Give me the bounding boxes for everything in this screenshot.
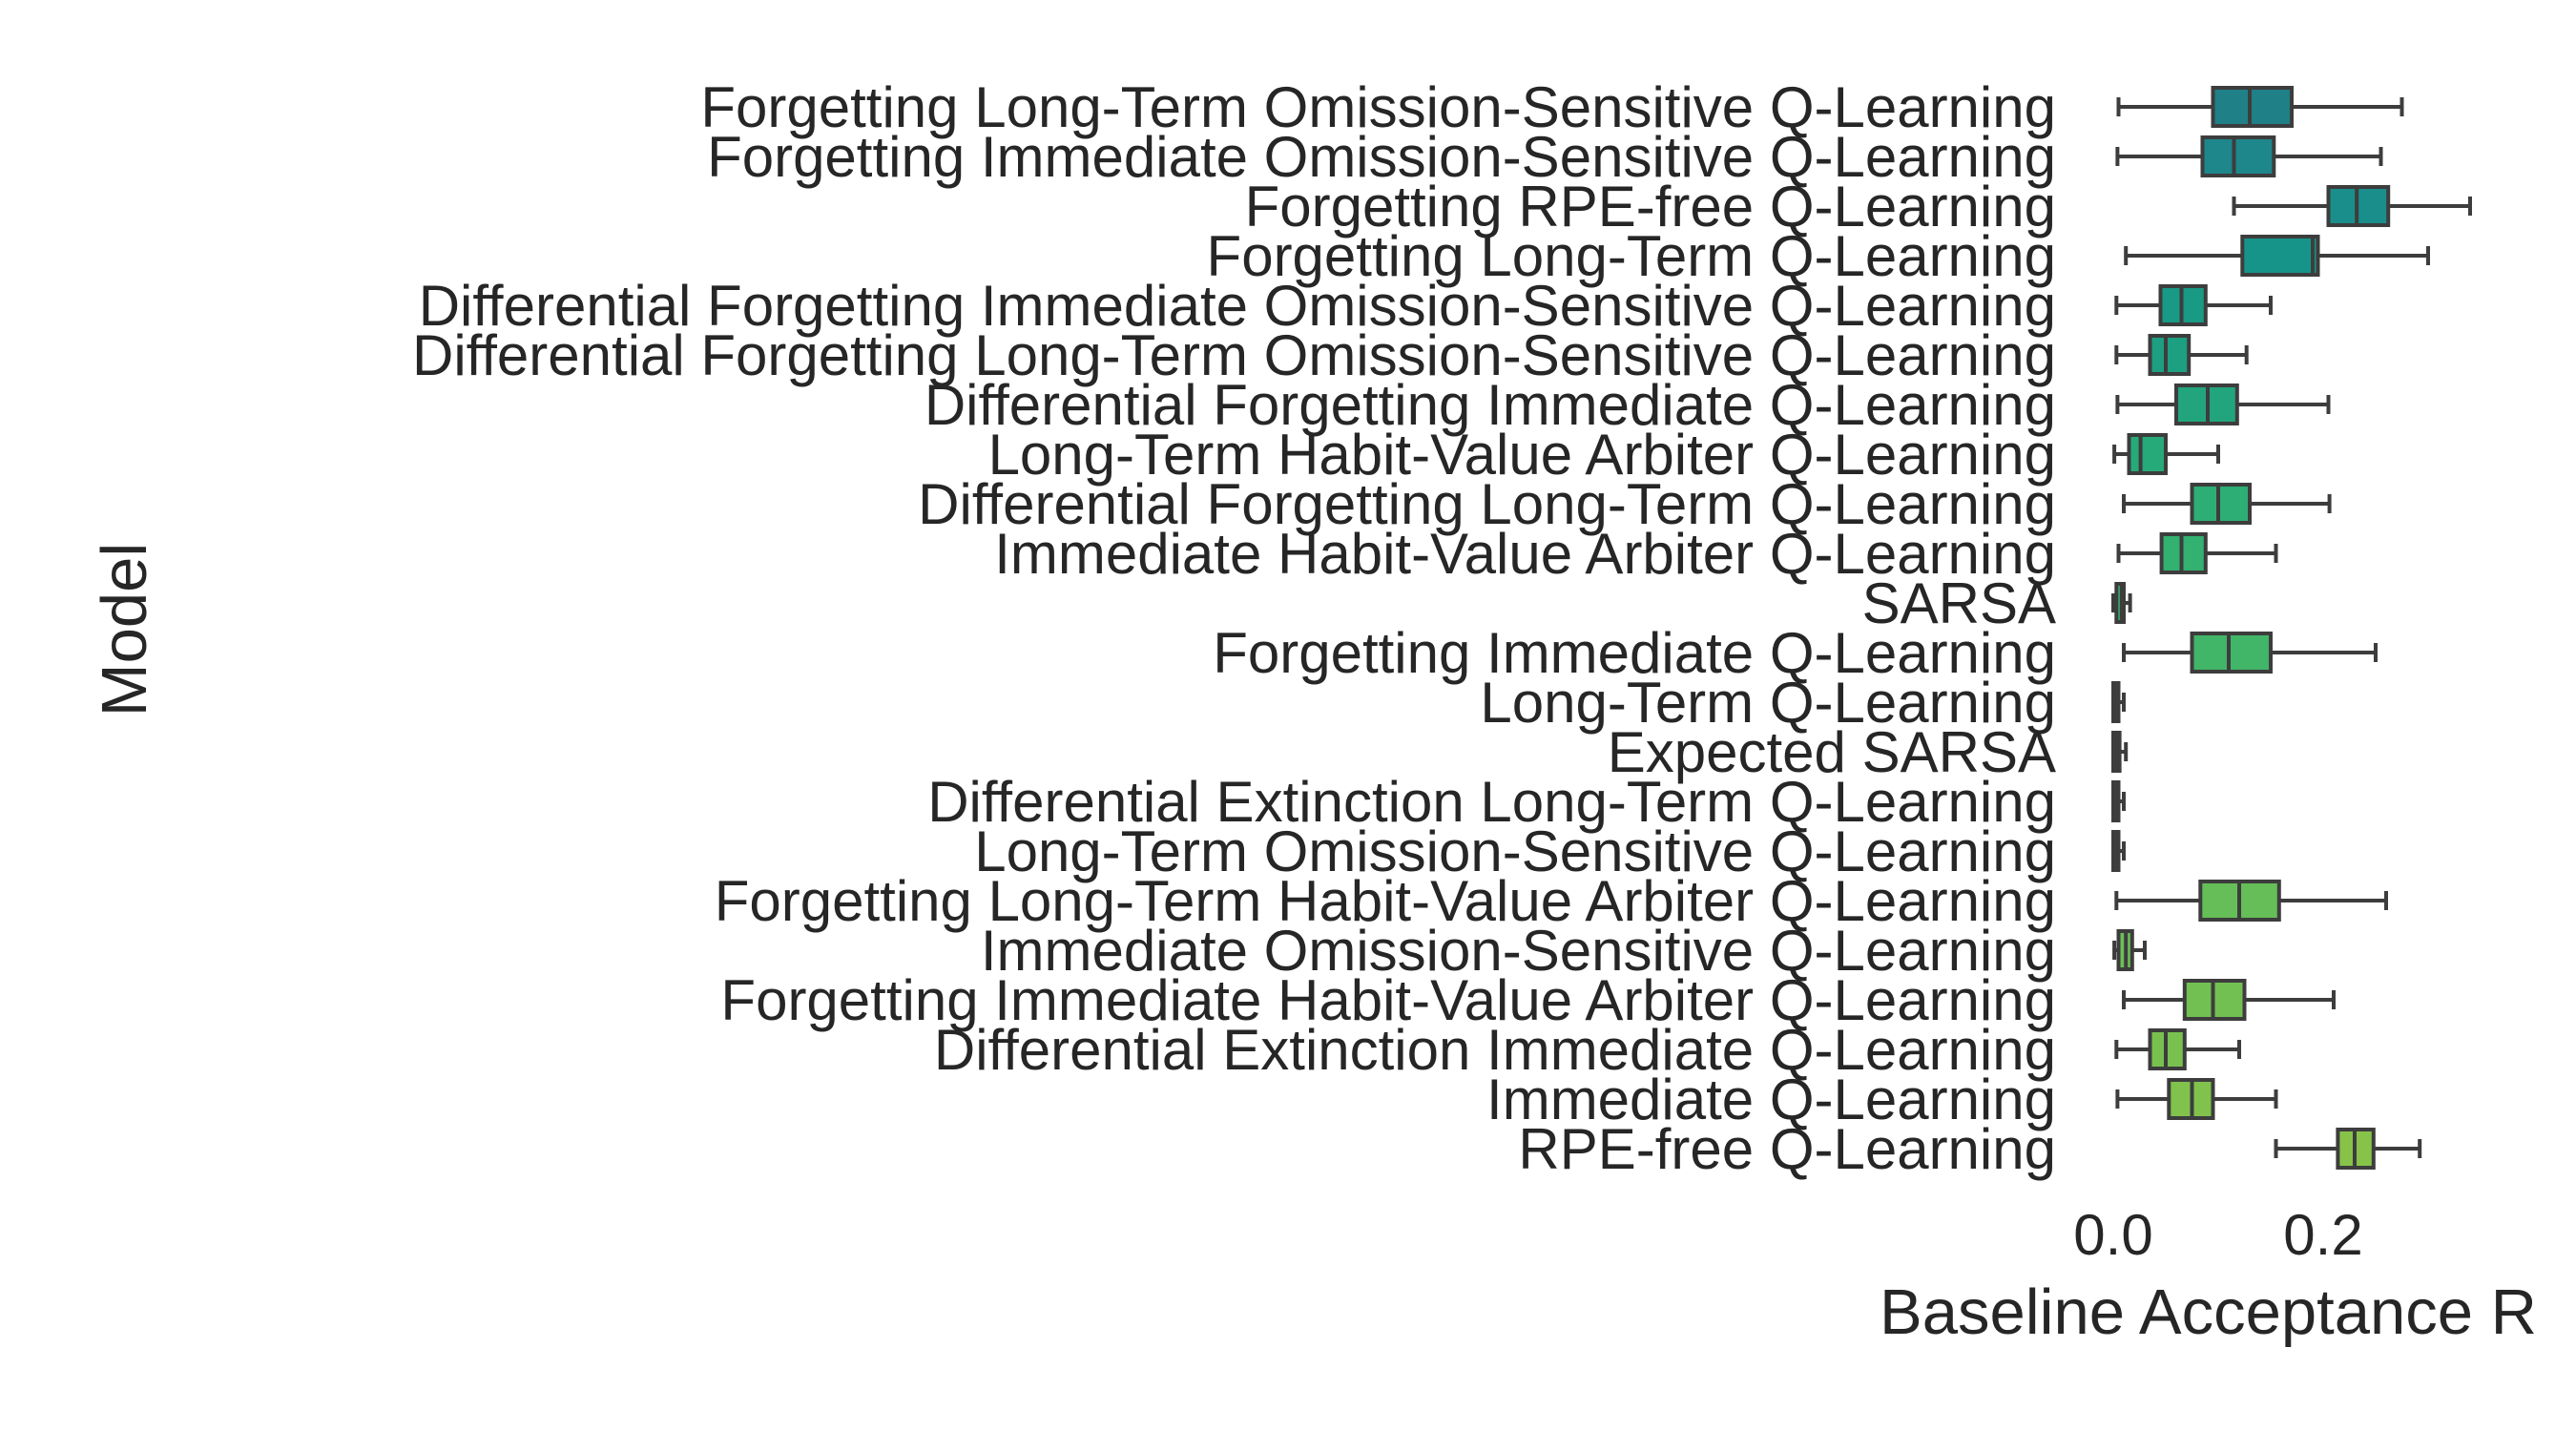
box-13: [2111, 731, 2129, 773]
box-17: [2112, 929, 2147, 971]
box-11: [2122, 632, 2378, 674]
box-6: [2115, 384, 2331, 425]
box-4: [2114, 284, 2273, 326]
x-tick-label: 0.2: [2283, 1203, 2362, 1267]
category-label: Differential Extinction Long-Term Q-Lear…: [927, 770, 2056, 834]
category-label: Expected SARSA: [1608, 720, 2056, 784]
x-axis-title: Baseline Acceptance R: [1880, 1276, 2537, 1348]
box-1: [2115, 135, 2383, 177]
category-label: SARSA: [1862, 571, 2056, 635]
box-12: [2111, 681, 2126, 723]
box-body: [2148, 334, 2192, 376]
category-label: Differential Forgetting Long-Term Omissi…: [412, 323, 2056, 387]
box-19: [2114, 1028, 2241, 1070]
box-0: [2116, 86, 2404, 128]
category-label: Long-Term Habit-Value Arbiter Q-Learning: [988, 423, 2056, 487]
box-3: [2124, 235, 2430, 277]
box-body: [2159, 532, 2208, 574]
box-body: [2211, 86, 2294, 128]
category-label: Forgetting Immediate Q-Learning: [1213, 621, 2056, 685]
x-axis: 0.0 0.2: [2073, 1203, 2362, 1267]
category-label: Differential Forgetting Long-Term Q-Lear…: [918, 472, 2056, 536]
box-body: [2200, 135, 2276, 177]
box-18: [2122, 979, 2336, 1021]
box-10: [2111, 582, 2132, 624]
box-body: [2240, 235, 2320, 277]
y-axis-title: Model: [89, 543, 160, 716]
box-2: [2232, 185, 2472, 227]
category-label: Long-Term Q-Learning: [1480, 671, 2056, 735]
category-label: Forgetting Immediate Omission-Sensitive …: [707, 125, 2056, 189]
box-21: [2274, 1128, 2422, 1170]
box-series: [2111, 86, 2472, 1170]
category-label: Immediate Habit-Value Arbiter Q-Learning: [994, 522, 2056, 586]
category-label: Immediate Q-Learning: [1486, 1068, 2056, 1131]
box-7: [2112, 433, 2220, 475]
box-8: [2122, 483, 2332, 525]
box-body: [2190, 632, 2273, 674]
category-label: Differential Extinction Immediate Q-Lear…: [934, 1018, 2056, 1082]
category-label: Long-Term Omission-Sensitive Q-Learning: [974, 819, 2056, 883]
box-14: [2111, 780, 2126, 822]
category-label: Forgetting RPE-free Q-Learning: [1245, 175, 2056, 238]
box-5: [2114, 334, 2249, 376]
box-16: [2114, 880, 2388, 922]
box-body: [2190, 483, 2252, 525]
category-label: Immediate Omission-Sensitive Q-Learning: [981, 919, 2056, 983]
category-label: Differential Forgetting Immediate Omissi…: [419, 274, 2056, 338]
category-label: Forgetting Long-Term Omission-Sensitive …: [700, 75, 2056, 139]
box-15: [2111, 830, 2126, 872]
box-20: [2115, 1078, 2278, 1120]
box-body: [2127, 433, 2168, 475]
x-tick-label: 0.0: [2073, 1203, 2152, 1267]
category-label: Forgetting Long-Term Habit-Value Arbiter…: [715, 869, 2056, 933]
category-labels: Forgetting Long-Term Omission-Sensitive …: [412, 75, 2056, 1181]
category-label: Forgetting Long-Term Q-Learning: [1207, 224, 2056, 288]
category-label: Differential Forgetting Immediate Q-Lear…: [924, 373, 2056, 437]
box-9: [2116, 532, 2278, 574]
category-label: Forgetting Immediate Habit-Value Arbiter…: [720, 968, 2056, 1032]
category-label: RPE-free Q-Learning: [1518, 1117, 2056, 1181]
